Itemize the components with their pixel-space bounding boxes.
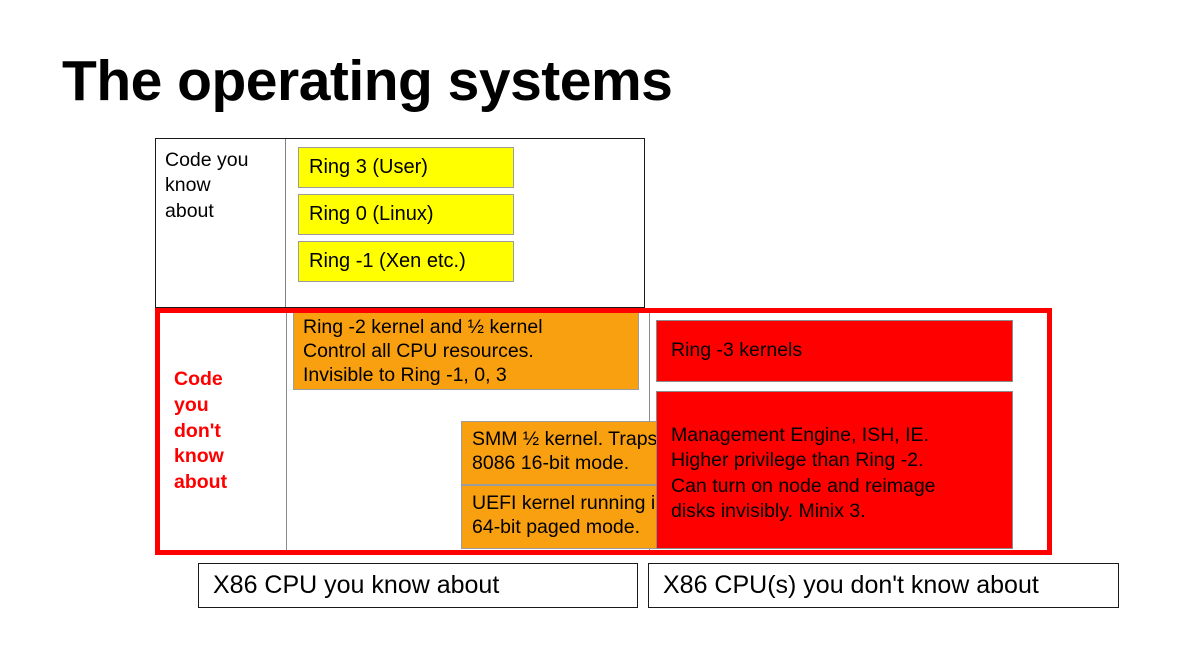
cpu-unknown-box: X86 CPU(s) you don't know about [648, 563, 1119, 608]
management-engine-block: Management Engine, ISH, IE. Higher privi… [656, 391, 1013, 549]
unknown-code-inner: Code you don't know about Ring -2 kernel… [160, 313, 1047, 550]
ring-box-xen: Ring -1 (Xen etc.) [298, 241, 514, 282]
unknown-code-label: Code you don't know about [174, 367, 228, 494]
page-title: The operating systems [62, 49, 673, 113]
ring-minus3-column: Ring -3 kernels Management Engine, ISH, … [650, 313, 1037, 550]
ring-minus2-column: Ring -2 kernel and ½ kernel Control all … [287, 313, 739, 550]
known-code-label: Code you know about [165, 149, 249, 222]
known-code-label-cell: Code you know about [156, 139, 286, 307]
ring-minus3-kernels-block: Ring -3 kernels [656, 320, 1013, 382]
ring-box-linux: Ring 0 (Linux) [298, 194, 514, 235]
known-rings-cell: Ring 3 (User) Ring 0 (Linux) Ring -1 (Xe… [286, 139, 644, 307]
cpu-known-box: X86 CPU you know about [198, 563, 638, 608]
unknown-code-section: Code you don't know about Ring -2 kernel… [155, 308, 1052, 555]
ring-minus2-block: Ring -2 kernel and ½ kernel Control all … [293, 313, 639, 390]
known-code-section: Code you know about Ring 3 (User) Ring 0… [155, 138, 645, 308]
ring-box-user: Ring 3 (User) [298, 147, 514, 188]
unknown-code-label-cell: Code you don't know about [160, 313, 287, 550]
